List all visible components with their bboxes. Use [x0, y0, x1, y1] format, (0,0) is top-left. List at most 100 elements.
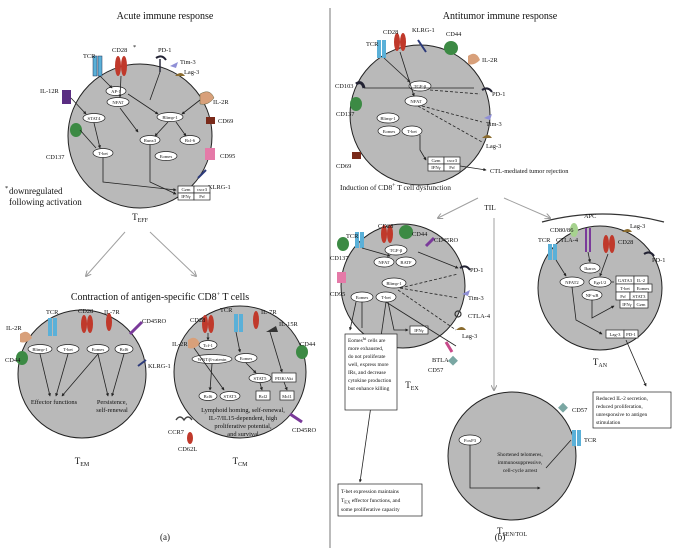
caption-a: (a)	[160, 532, 170, 542]
svg-text:IL-2R: IL-2R	[482, 57, 498, 64]
svg-text:CD69: CD69	[218, 118, 233, 125]
svg-text:Blimp-1: Blimp-1	[162, 115, 178, 120]
svg-text:TEX effector functions, and: TEX effector functions, and	[341, 497, 401, 505]
svg-text:IFNγ: IFNγ	[181, 194, 190, 199]
svg-text:CD45RO: CD45RO	[434, 237, 459, 244]
svg-text:IL-15R: IL-15R	[279, 321, 299, 328]
svg-text:NFAT: NFAT	[112, 100, 123, 105]
svg-text:CD28: CD28	[78, 308, 93, 315]
svg-text:PD-1: PD-1	[470, 267, 484, 274]
svg-text:Gzm: Gzm	[182, 187, 191, 192]
svg-text:NFAT: NFAT	[410, 99, 421, 104]
tcm-cell: CD28 TCR IL-7R IL-15R IL-2R CD44 CCR7 CD…	[168, 305, 317, 453]
svg-text:CD28: CD28	[190, 317, 205, 324]
tem-cell: TCR CD28 IL-7R CD45RO IL-2R CD44 KLRG-1 …	[5, 308, 171, 439]
svg-text:CD103: CD103	[335, 83, 353, 90]
svg-text:reduced proliferation,: reduced proliferation,	[596, 403, 643, 410]
svg-text:Egr1/2: Egr1/2	[594, 280, 607, 285]
svg-text:CD28: CD28	[618, 239, 633, 246]
svg-text:CD44: CD44	[446, 31, 462, 38]
svg-text:CD95: CD95	[220, 153, 235, 160]
svg-text:IL-12R: IL-12R	[40, 88, 60, 95]
svg-text:CCR7: CCR7	[168, 429, 185, 436]
svg-text:BTLA-4: BTLA-4	[432, 357, 455, 364]
svg-text:KLRG-1: KLRG-1	[208, 184, 231, 191]
tcm-label: T	[233, 456, 239, 466]
svg-text:GATA3: GATA3	[618, 278, 633, 283]
svg-text:Reduced IL-2 secretion,: Reduced IL-2 secretion,	[596, 396, 649, 402]
svg-text:IL-2: IL-2	[637, 278, 646, 283]
svg-text:IFNγ: IFNγ	[414, 328, 423, 333]
svg-text:Gzm: Gzm	[637, 302, 646, 307]
svg-text:AP-1: AP-1	[111, 89, 121, 94]
note-line2: following activation	[9, 197, 82, 207]
svg-text:TEFF: TEFF	[132, 212, 149, 224]
svg-text:PD-1: PD-1	[492, 91, 506, 98]
svg-text:TAN: TAN	[593, 357, 608, 369]
tan-label: T	[593, 357, 599, 367]
svg-text:CD28: CD28	[378, 223, 393, 230]
svg-text:TCR: TCR	[346, 233, 359, 240]
note-line1: downregulated	[9, 186, 63, 196]
arrow-teff-to-tcm	[149, 231, 196, 276]
svg-text:CD57: CD57	[428, 367, 444, 374]
svg-text:IRs, and decrease: IRs, and decrease	[348, 370, 386, 376]
svg-text:Eomes: Eomes	[356, 295, 369, 300]
svg-text:IL-2R: IL-2R	[6, 325, 22, 332]
panel-b-title: Antitumor immune response	[443, 11, 558, 22]
svg-text:Blimp-1: Blimp-1	[32, 347, 48, 352]
arrow-teff-to-tem	[86, 231, 126, 276]
svg-text:CD44: CD44	[412, 231, 428, 238]
svg-text:IL-7R: IL-7R	[261, 309, 277, 316]
svg-text:Blimp-1: Blimp-1	[386, 281, 402, 286]
svg-text:well, express more: well, express more	[348, 362, 389, 368]
svg-text:TCM: TCM	[233, 456, 249, 468]
svg-text:CD44: CD44	[5, 357, 21, 364]
svg-text:Eomeshi cells are: Eomeshi cells are	[348, 336, 386, 344]
tsen-tol-cell: CD57 TCR FoxP3 Shortened telomeres, immu…	[447, 391, 597, 521]
svg-text:but enhance killing: but enhance killing	[348, 386, 390, 392]
teff-label: T	[132, 212, 138, 222]
induction-text: Induction of CD8+ T cell dysfunction	[340, 183, 451, 192]
teff-cell: TCR CD28 * PD-1 Tim-3 Lag-3 IL-12R IL-2R…	[40, 44, 235, 209]
svg-text:IL-2R: IL-2R	[213, 99, 229, 106]
svg-text:CD62L: CD62L	[178, 446, 197, 453]
svg-text:IL-2R: IL-2R	[172, 341, 188, 348]
svg-text:Eomes: Eomes	[160, 154, 173, 159]
tcr-receptor	[92, 55, 103, 77]
svg-text:CD69: CD69	[336, 163, 351, 170]
svg-text:Tcf-1: Tcf-1	[203, 343, 214, 348]
svg-text:Lag-3: Lag-3	[486, 143, 501, 150]
svg-text:WNT/β-catenin: WNT/β-catenin	[198, 357, 228, 362]
svg-text:proliferative potential,: proliferative potential,	[214, 423, 272, 430]
pd1-receptor	[155, 55, 167, 61]
svg-text:Shortened telomeres,: Shortened telomeres,	[497, 452, 543, 458]
svg-text:Prf: Prf	[199, 194, 205, 199]
note-star: *	[5, 185, 8, 192]
svg-text:Blimp-1: Blimp-1	[380, 116, 396, 121]
svg-text:CTLA-4: CTLA-4	[468, 313, 491, 320]
svg-text:Eomes: Eomes	[240, 356, 253, 361]
svg-text:Lag-3: Lag-3	[610, 332, 622, 337]
svg-text:IFNγ: IFNγ	[431, 165, 440, 170]
svg-text:CTLA-4: CTLA-4	[556, 237, 579, 244]
svg-text:IFNγ: IFNγ	[622, 302, 631, 307]
svg-text:FoxP3: FoxP3	[464, 438, 477, 443]
tan-cell: APC CD80/86 CTLA-4 CD28 Lag-3 PD-1 TCR I…	[537, 213, 666, 387]
svg-text:CD57: CD57	[572, 407, 588, 414]
svg-text:IL-7R: IL-7R	[104, 309, 120, 316]
svg-text:CD45RO: CD45RO	[142, 318, 167, 325]
svg-text:TCR: TCR	[366, 41, 379, 48]
svg-text:TGF-β: TGF-β	[414, 84, 427, 89]
svg-text:immunosuppressive,: immunosuppressive,	[498, 460, 543, 466]
svg-text:stimulation: stimulation	[596, 420, 621, 426]
svg-text:T-bet: T-bet	[63, 347, 73, 352]
svg-text:cell-cycle arrest: cell-cycle arrest	[503, 468, 538, 474]
svg-text:TCR: TCR	[220, 307, 233, 314]
svg-text:PD-1: PD-1	[158, 47, 172, 54]
svg-text:Eomes: Eomes	[92, 347, 105, 352]
svg-text:Bcl6: Bcl6	[204, 394, 213, 399]
svg-text:Mcl1: Mcl1	[282, 394, 292, 399]
svg-text:*: *	[133, 44, 136, 51]
svg-text:do not proliferate: do not proliferate	[348, 353, 386, 360]
